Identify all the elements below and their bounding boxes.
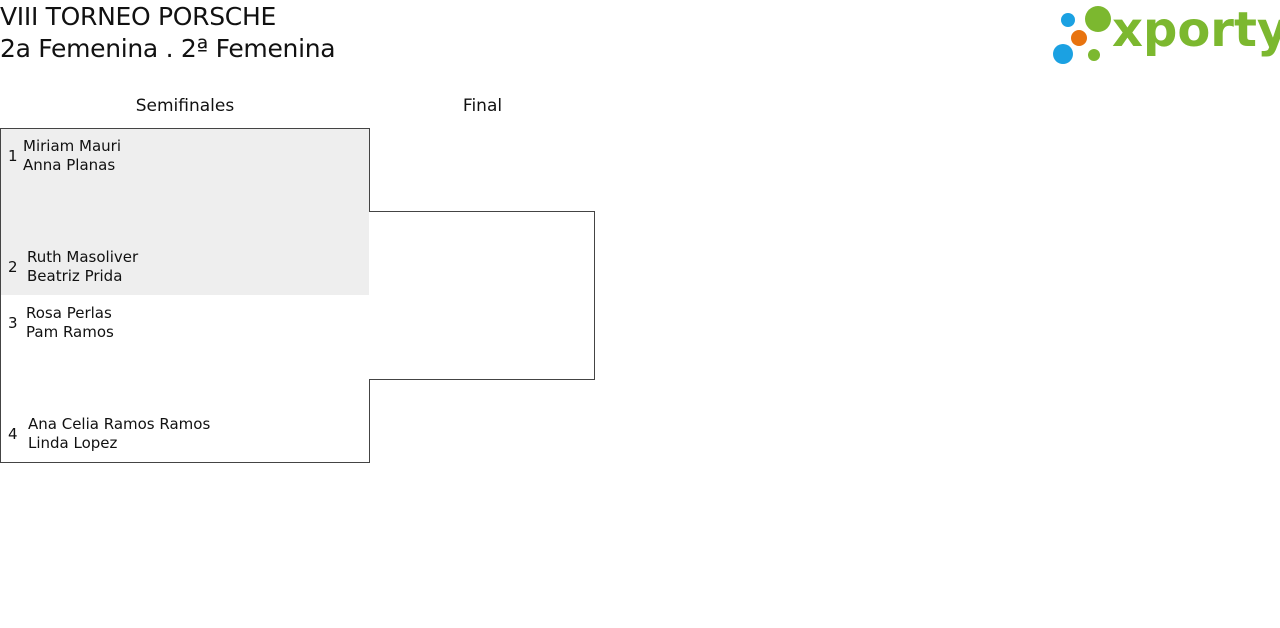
round-label-final: Final (462, 96, 503, 116)
bracket-entry: 1 Miriam Mauri Anna Planas (1, 137, 369, 177)
player-name: Beatriz Prida (27, 267, 123, 285)
player-name: Ruth Masoliver (27, 248, 139, 266)
seed-number: 1 (8, 147, 18, 165)
category-subtitle: 2a Femenina . 2ª Femenina (0, 34, 336, 63)
logo-dots-icon (1053, 6, 1111, 64)
bracket-entry: 4 Ana Celia Ramos Ramos Linda Lopez (1, 415, 369, 455)
semifinal-match-1: 1 Miriam Mauri Anna Planas 2 Ruth Masoli… (0, 128, 370, 296)
semifinal-match-2: 3 Rosa Perlas Pam Ramos 4 Ana Celia Ramo… (0, 295, 370, 463)
player-name: Pam Ramos (26, 323, 114, 341)
pair-names: Ana Celia Ramos Ramos Linda Lopez (28, 415, 210, 453)
logo-wordmark: xporty (1112, 2, 1280, 58)
seed-number: 2 (8, 258, 18, 276)
pair-names: Ruth Masoliver Beatriz Prida (27, 248, 138, 286)
bracket-entry: 3 Rosa Perlas Pam Ramos (1, 304, 369, 344)
seed-number: 4 (8, 425, 18, 443)
seed-number: 3 (8, 314, 18, 332)
player-name: Ana Celia Ramos Ramos (28, 415, 211, 433)
player-name: Linda Lopez (28, 434, 118, 452)
player-name: Miriam Mauri (23, 137, 121, 155)
final-match-bracket (369, 211, 595, 380)
player-name: Anna Planas (23, 156, 116, 174)
pair-names: Miriam Mauri Anna Planas (23, 137, 121, 175)
tournament-title: VIII TORNEO PORSCHE (0, 2, 276, 31)
round-label-semifinals: Semifinales (135, 96, 235, 116)
pair-names: Rosa Perlas Pam Ramos (26, 304, 114, 342)
player-name: Rosa Perlas (26, 304, 112, 322)
bracket-entry: 2 Ruth Masoliver Beatriz Prida (1, 248, 369, 288)
xporty-logo[interactable]: xporty (1050, 4, 1280, 68)
